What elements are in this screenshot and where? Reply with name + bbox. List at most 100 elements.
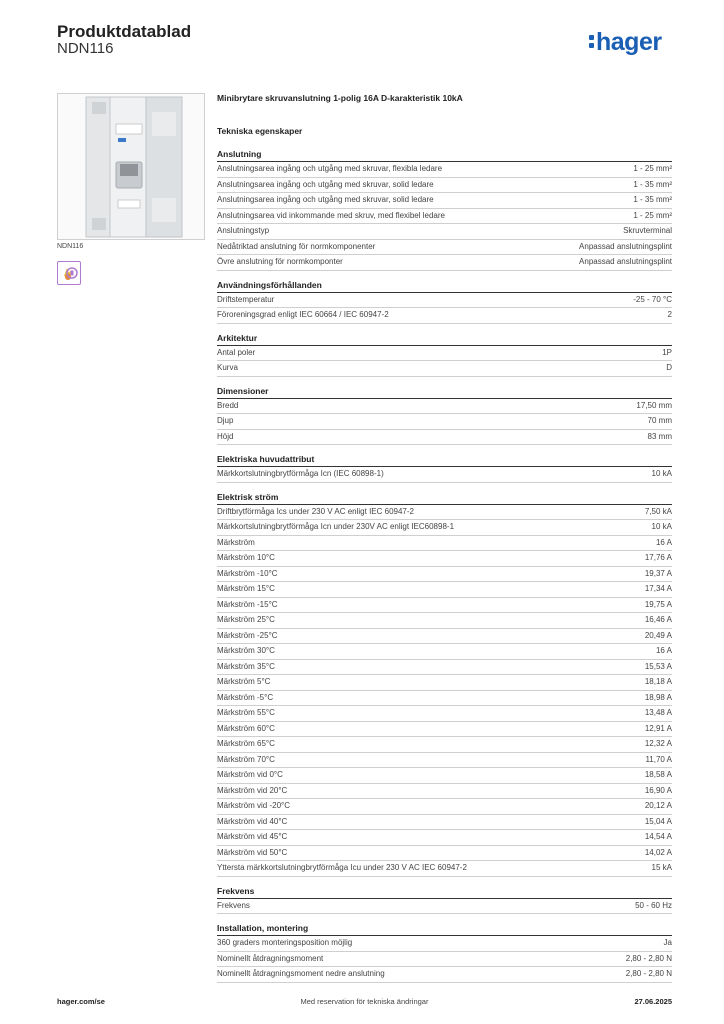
property-value: 16 A xyxy=(655,537,672,547)
energy-label-icon xyxy=(57,261,81,285)
property-row: Anslutningsarea vid inkommande med skruv… xyxy=(217,209,672,224)
property-value: 11,70 A xyxy=(645,754,672,764)
property-label: Driftbrytförmåga Ics under 230 V AC enli… xyxy=(217,506,414,516)
property-row: Märkström 16 A xyxy=(217,536,672,551)
property-label: Märkström -10°C xyxy=(217,568,278,578)
property-row: Anslutningsarea ingång och utgång med sk… xyxy=(217,162,672,178)
property-label: Märkström vid 45°C xyxy=(217,832,288,841)
property-label: Driftstemperatur xyxy=(217,294,275,304)
property-row: Driftstemperatur -25 - 70 °C xyxy=(217,293,672,308)
property-value: 50 - 60 Hz xyxy=(635,900,672,910)
property-label: Märkkortslutningbrytförmåga Icn under 23… xyxy=(217,522,455,531)
property-value: 1 - 35 mm² xyxy=(633,195,672,204)
property-label: Anslutningstyp xyxy=(217,226,270,235)
property-value: Skruvterminal xyxy=(623,226,672,235)
property-value: 20,49 A xyxy=(644,630,672,640)
product-code: NDN116 xyxy=(57,40,114,57)
section-title: Installation, montering xyxy=(217,923,672,936)
property-row: Märkström 10°C 17,76 A xyxy=(217,551,672,567)
property-label: Anslutningsarea ingång och utgång med sk… xyxy=(217,195,434,204)
property-label: Höjd xyxy=(217,431,234,441)
property-row: Märkström -10°C 19,37 A xyxy=(217,567,672,582)
property-label: Märkström vid 50°C xyxy=(217,847,288,857)
brand-logo: hager xyxy=(589,28,662,57)
property-label: Anslutningsarea vid inkommande med skruv… xyxy=(217,210,445,220)
footer-website[interactable]: hager.com/se xyxy=(57,997,105,1006)
property-label: Nominellt åtdragningsmoment xyxy=(217,953,324,963)
page-title: Produktdatablad xyxy=(57,22,192,41)
property-value: Anpassad anslutningsplint xyxy=(579,257,672,266)
property-value: 17,50 mm xyxy=(636,400,672,410)
property-value: 16,90 A xyxy=(644,785,672,795)
property-row: Märkström -5°C 18,98 A xyxy=(217,691,672,706)
property-value: 10 kA xyxy=(651,469,672,478)
property-label: Märkström 5°C xyxy=(217,677,271,686)
property-label: Märkström -25°C xyxy=(217,630,278,640)
section-title: Arkitektur xyxy=(217,333,672,346)
property-label: Märkström 60°C xyxy=(217,723,275,733)
section-title: Frekvens xyxy=(217,886,672,899)
property-value: 70 mm xyxy=(647,416,672,425)
property-row: Föroreningsgrad enligt IEC 60664 / IEC 6… xyxy=(217,308,672,324)
property-value: 19,37 A xyxy=(644,568,672,578)
image-caption: NDN116 xyxy=(57,243,84,250)
property-row: Yttersta märkkortslutningbrytförmåga Icu… xyxy=(217,861,672,877)
property-label: Märkström xyxy=(217,537,255,547)
property-label: Kurva xyxy=(217,363,238,372)
logo-text: hager xyxy=(596,28,662,56)
footer-date: 27.06.2025 xyxy=(634,997,672,1006)
property-label: Märkström -5°C xyxy=(217,692,274,702)
section-title: Användningsförhållanden xyxy=(217,280,672,293)
property-label: Yttersta märkkortslutningbrytförmåga Icu… xyxy=(217,863,467,872)
product-name: Minibrytare skruvanslutning 1-polig 16A … xyxy=(217,93,463,103)
property-value: 17,76 A xyxy=(644,553,672,562)
property-value: 2,80 - 2,80 N xyxy=(625,969,672,978)
property-value: 18,98 A xyxy=(644,692,672,702)
property-row: Anslutningsarea ingång och utgång med sk… xyxy=(217,178,672,193)
property-label: Nedåtriktad anslutning för normkomponent… xyxy=(217,241,376,251)
property-label: 360 graders monteringsposition möjlig xyxy=(217,938,353,947)
property-label: Märkström 10°C xyxy=(217,553,275,562)
property-value: 2 xyxy=(667,310,672,319)
property-value: -25 - 70 °C xyxy=(633,294,672,304)
property-value: Anpassad anslutningsplint xyxy=(579,241,672,251)
property-label: Märkström -15°C xyxy=(217,599,278,609)
property-value: 1P xyxy=(662,347,672,357)
property-value: 14,02 A xyxy=(644,847,672,857)
property-row: Märkström 30°C 16 A xyxy=(217,644,672,660)
property-value: 12,32 A xyxy=(644,739,672,748)
property-label: Märkström 30°C xyxy=(217,646,275,655)
property-value: 14,54 A xyxy=(644,832,672,841)
property-value: 16 A xyxy=(655,646,672,655)
property-label: Djup xyxy=(217,416,234,425)
property-label: Föroreningsgrad enligt IEC 60664 / IEC 6… xyxy=(217,310,389,319)
property-label: Övre anslutning för normkomponter xyxy=(217,257,343,266)
property-row: Märkström vid 50°C 14,02 A xyxy=(217,846,672,861)
property-value: 20,12 A xyxy=(644,801,672,810)
property-label: Antal poler xyxy=(217,347,256,357)
property-row: Nedåtriktad anslutning för normkomponent… xyxy=(217,240,672,255)
property-value: 15 kA xyxy=(651,863,672,872)
logo-colon-icon xyxy=(589,33,594,49)
product-image xyxy=(57,93,205,240)
property-row: Driftbrytförmåga Ics under 230 V AC enli… xyxy=(217,505,672,520)
property-value: 17,34 A xyxy=(644,584,672,593)
property-row: Anslutningsarea ingång och utgång med sk… xyxy=(217,193,672,209)
